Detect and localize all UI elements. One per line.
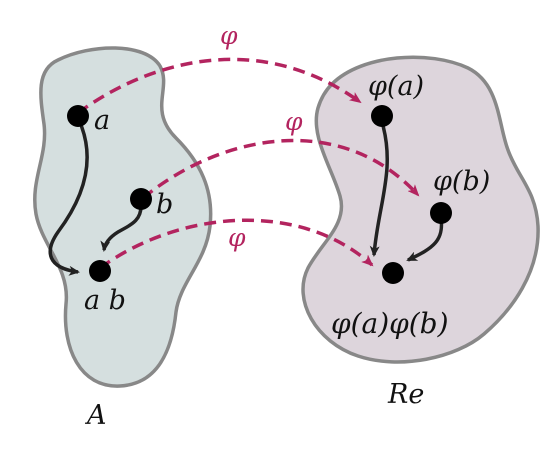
set-re-region xyxy=(301,55,540,364)
point-b xyxy=(130,188,152,210)
label-map-top: φ xyxy=(220,21,238,50)
inner-arrow-a-to-ab xyxy=(48,117,89,276)
point-phi-ab xyxy=(382,262,404,284)
label-a: a xyxy=(94,105,110,136)
label-phi-ab: φ(a)φ(b) xyxy=(331,307,449,340)
point-phi-a xyxy=(371,105,393,127)
inner-arrow-b-to-ab xyxy=(100,203,143,252)
label-b: b xyxy=(156,189,173,220)
point-phi-b xyxy=(430,202,452,224)
inner-arrow-phia-to-phiab xyxy=(369,121,389,257)
label-ab: a b xyxy=(84,285,126,316)
map-arrow-a xyxy=(76,57,362,115)
label-phi-b: φ(b) xyxy=(433,166,490,197)
label-set-a: A xyxy=(84,400,107,431)
point-ab xyxy=(89,260,111,282)
label-set-re: Re xyxy=(387,379,424,410)
label-map-bottom: φ xyxy=(228,223,246,252)
label-phi-a: φ(a) xyxy=(368,71,424,102)
map-arrow-b xyxy=(141,138,420,200)
label-map-middle: φ xyxy=(285,107,303,136)
point-a xyxy=(67,105,89,127)
map-arrow-ab xyxy=(98,218,374,270)
set-a-region xyxy=(33,46,213,388)
